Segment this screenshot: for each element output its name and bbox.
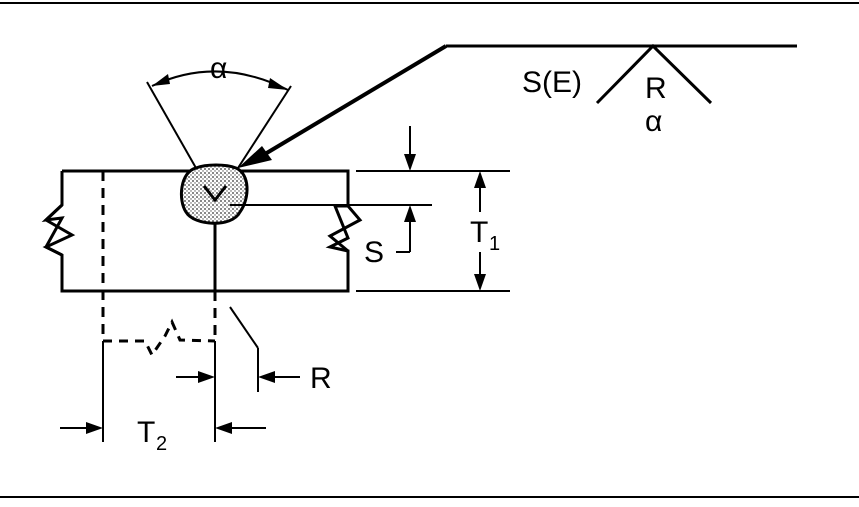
t1-arrowhead-bottom xyxy=(474,274,486,291)
label-depth: S xyxy=(364,236,384,269)
groove-angle-left-line xyxy=(146,81,197,169)
t1-arrowhead-top xyxy=(474,171,486,188)
label-root-opening: R xyxy=(310,362,332,395)
weld-bead xyxy=(179,163,249,225)
label-t2-subscript: 2 xyxy=(156,433,167,455)
t2-arrowhead-right xyxy=(215,422,232,434)
groove-bevel xyxy=(202,185,228,203)
label-t2: T xyxy=(137,416,155,449)
symbol-v-groove xyxy=(595,43,713,105)
plate-right-break xyxy=(327,205,363,253)
root-arrowhead-right xyxy=(258,371,275,383)
root-extension-line xyxy=(229,306,259,349)
label-symbol-size-effective: S(E) xyxy=(522,66,582,99)
symbol-arrowhead xyxy=(238,146,272,168)
label-angle-top: α xyxy=(210,52,227,85)
angle-arc-arrowhead-left xyxy=(152,74,170,86)
t2-arrowhead-left xyxy=(86,422,103,434)
root-arrowhead-left xyxy=(198,371,215,383)
label-symbol-angle: α xyxy=(645,105,662,138)
angle-arc-arrowhead-right xyxy=(268,78,288,90)
member2-bottom-dashed xyxy=(103,318,216,358)
label-symbol-root: R xyxy=(645,72,667,105)
label-t1-subscript: 1 xyxy=(489,233,500,255)
symbol-arrow-shaft xyxy=(258,44,448,159)
label-t1: T xyxy=(470,216,488,249)
groove-angle-right-line xyxy=(237,85,292,169)
depth-arrowhead-top xyxy=(404,154,416,171)
depth-arrowhead-bottom xyxy=(404,205,416,222)
plate-left-break xyxy=(42,203,76,257)
